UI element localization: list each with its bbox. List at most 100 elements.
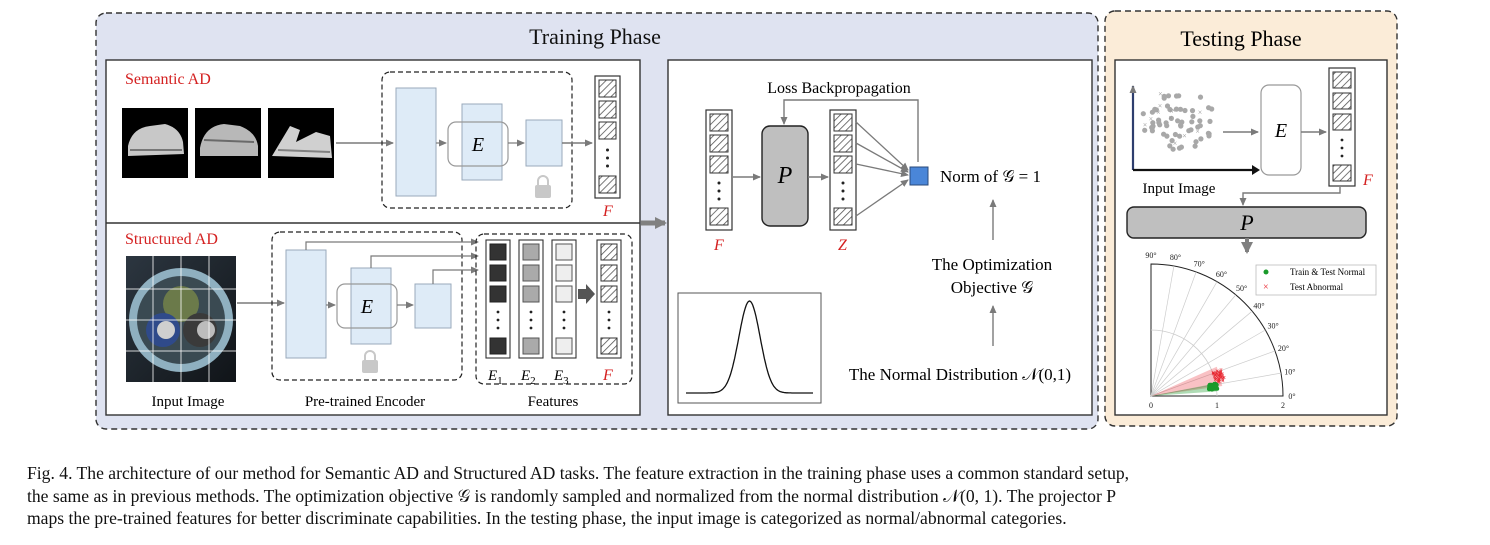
abnormal-point: ×	[1221, 374, 1225, 382]
abnormal-point: ×	[1213, 371, 1217, 379]
norm-label: Norm of 𝒢 = 1	[940, 167, 1041, 186]
abnormal-point: ×	[1214, 371, 1218, 379]
svg-text:×: ×	[1158, 102, 1163, 111]
svg-text:×: ×	[1149, 114, 1154, 123]
abnormal-point: ×	[1211, 370, 1215, 378]
gaussian-curve-plot	[677, 292, 822, 404]
svg-text:P: P	[1239, 210, 1253, 235]
normal-point	[1215, 386, 1220, 391]
svg-text:×: ×	[1169, 107, 1174, 116]
abnormal-point: ×	[1218, 368, 1222, 376]
abnormal-point: ×	[1220, 370, 1224, 378]
abnormal-point: ×	[1220, 375, 1224, 383]
svg-text:×: ×	[1173, 139, 1178, 148]
svg-text:×: ×	[1156, 108, 1161, 117]
polar-angle-tick: 10°	[1284, 368, 1295, 377]
abnormal-point: ×	[1217, 378, 1221, 386]
abnormal-point: ×	[1213, 374, 1217, 382]
abnormal-point: ×	[1217, 375, 1221, 383]
structured-ad-label: Structured AD	[125, 231, 218, 248]
semantic-f-label: F	[602, 203, 613, 220]
features-label: Features	[528, 394, 579, 410]
abnormal-point: ×	[1215, 373, 1219, 381]
abnormal-point: ×	[1215, 371, 1219, 379]
normal-distribution-label: The Normal Distribution 𝒩(0,1)	[849, 365, 1071, 384]
figure-caption: Fig. 4. The architecture of our method f…	[27, 462, 1467, 530]
abnormal-point: ×	[1214, 371, 1218, 379]
training-f-label: F	[713, 237, 724, 254]
abnormal-point: ×	[1221, 377, 1225, 385]
abnormal-point: ×	[1216, 378, 1220, 386]
semantic-encoder-e	[447, 121, 509, 167]
abnormal-point: ×	[1221, 377, 1225, 385]
abnormal-point: ×	[1222, 374, 1226, 382]
abnormal-point: ×	[1217, 376, 1221, 384]
caption-line-3: maps the pre-trained features for better…	[27, 508, 1067, 528]
svg-text:×: ×	[1263, 282, 1269, 293]
svg-text:×: ×	[1158, 89, 1163, 98]
abnormal-point: ×	[1218, 371, 1222, 379]
norm-square	[909, 166, 929, 186]
abnormal-point: ×	[1219, 368, 1223, 376]
abnormal-point: ×	[1217, 369, 1221, 377]
abnormal-point: ×	[1219, 369, 1223, 377]
polar-radius-tick: 1	[1215, 401, 1219, 410]
projector-p-block	[761, 125, 809, 227]
training-z-column	[829, 109, 857, 231]
structured-encoder-box	[271, 231, 463, 381]
abnormal-point: ×	[1215, 368, 1219, 376]
svg-text:Test Abnormal: Test Abnormal	[1290, 282, 1344, 292]
svg-text:×: ×	[1168, 113, 1173, 122]
svg-text:Train & Test Normal: Train & Test Normal	[1290, 267, 1366, 277]
abnormal-point: ×	[1216, 371, 1220, 379]
abnormal-point: ×	[1218, 370, 1222, 378]
abnormal-point: ×	[1218, 373, 1222, 381]
svg-text:×: ×	[1182, 131, 1187, 140]
feature-column-e3	[551, 239, 577, 359]
architecture-diagram: Training Phase Semantic AD E F Struc	[95, 10, 1398, 430]
polar-radius-tick: 0	[1149, 401, 1153, 410]
abnormal-point: ×	[1211, 371, 1215, 379]
abnormal-point: ×	[1220, 370, 1224, 378]
abnormal-point: ×	[1215, 368, 1219, 376]
lock-icon	[362, 350, 378, 373]
abnormal-point: ×	[1218, 376, 1222, 384]
testing-feature-column	[1328, 67, 1356, 187]
e3-label: E3	[553, 368, 569, 387]
structured-feature-column	[596, 239, 622, 359]
abnormal-point: ×	[1220, 372, 1224, 380]
lock-icon	[535, 175, 551, 198]
abnormal-point: ×	[1212, 373, 1216, 381]
abnormal-point: ×	[1212, 370, 1216, 378]
abnormal-point: ×	[1218, 370, 1222, 378]
abnormal-point: ×	[1221, 372, 1225, 380]
testing-f-label: F	[1362, 172, 1373, 189]
abnormal-point: ×	[1214, 370, 1218, 378]
structured-encoder-e	[336, 283, 398, 329]
svg-text:P: P	[777, 163, 793, 189]
abnormal-point: ×	[1216, 377, 1220, 385]
features-box	[475, 233, 633, 385]
svg-text:×: ×	[1143, 121, 1148, 130]
abnormal-point: ×	[1214, 376, 1218, 384]
abnormal-point: ×	[1213, 376, 1217, 384]
svg-text:E: E	[471, 134, 484, 156]
polar-radius-tick: 2	[1281, 401, 1285, 410]
scatter-axes-icon: ××××××××××××	[1129, 85, 1260, 175]
abnormal-point: ×	[1219, 369, 1223, 377]
caption-line-1: Fig. 4. The architecture of our method f…	[27, 463, 1130, 483]
z-label: Z	[838, 237, 848, 254]
abnormal-point: ×	[1217, 372, 1221, 380]
feature-column-e2	[518, 239, 544, 359]
e2-label: E2	[520, 368, 536, 387]
normal-point	[1212, 383, 1217, 388]
concat-arrow	[578, 284, 595, 304]
abnormal-point: ×	[1221, 374, 1225, 382]
semantic-ad-label: Semantic AD	[125, 71, 211, 88]
abnormal-point: ×	[1213, 373, 1217, 381]
caption-line-2: the same as in previous methods. The opt…	[27, 485, 1117, 506]
structured-input-image	[126, 256, 236, 382]
abnormal-point: ×	[1218, 373, 1222, 381]
structured-f-label: F	[602, 367, 613, 384]
